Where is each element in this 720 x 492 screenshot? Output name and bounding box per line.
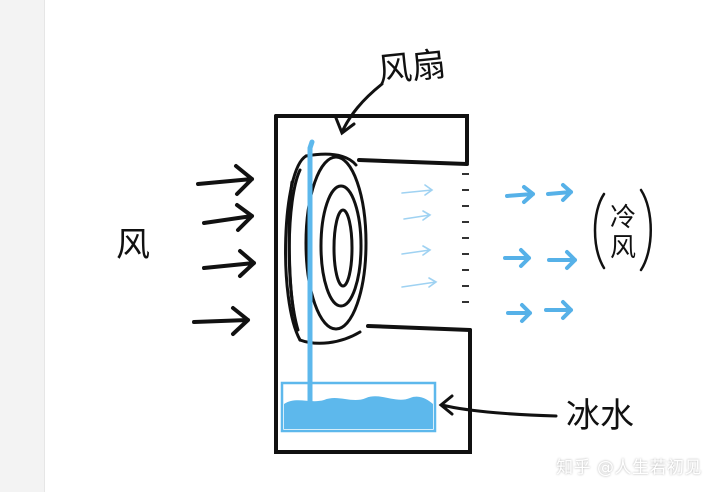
- fan: [284, 152, 368, 345]
- watermark: 知乎 @人生若初见: [556, 458, 702, 478]
- fan-pointer-arrow: [334, 82, 384, 136]
- outgoing-cold-air-arrows: [503, 183, 577, 323]
- wind-arrow-4: [192, 306, 250, 336]
- ice-water-pointer-arrow: [438, 394, 558, 418]
- water-tank: [280, 381, 437, 433]
- wind-arrow-3: [202, 249, 256, 278]
- cold-wind-label-char-1: 冷风: [610, 203, 636, 263]
- fan-label: 风扇: [376, 44, 448, 91]
- wind-arrow-1: [196, 164, 254, 196]
- wind-label: 风: [116, 225, 150, 265]
- cold-wind-annotation: 冷风: [593, 188, 652, 272]
- ice-water: [284, 396, 433, 429]
- inner-airflow-arrows: [401, 184, 438, 288]
- left-margin-strip: [0, 0, 45, 492]
- water-pipe: [307, 139, 315, 413]
- outlet-grille: [462, 173, 469, 303]
- cooler-housing: [274, 114, 472, 454]
- wind-arrow-2: [202, 203, 254, 232]
- ice-water-label: 冰水: [566, 396, 634, 436]
- incoming-wind-arrows: [192, 164, 256, 336]
